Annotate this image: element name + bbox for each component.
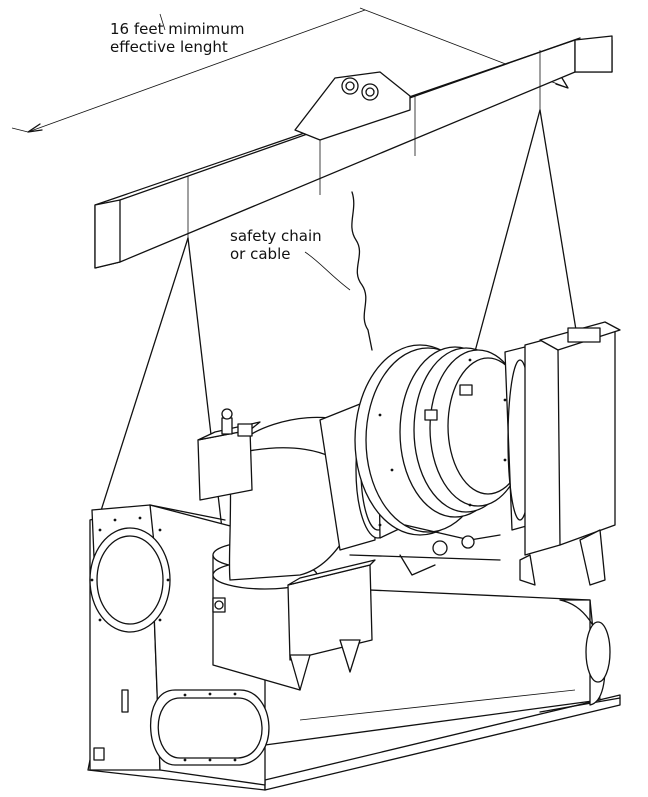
safety-chain-label-line2: or cable [230, 245, 291, 263]
dimension-label-line1: 16 feet mimimum [110, 20, 245, 38]
safety-chain-label: safety chain or cable [230, 227, 322, 263]
compressor-body [319, 344, 529, 551]
discharge-pipes [349, 524, 501, 576]
valve-assembly [197, 408, 261, 501]
safety-chain-label-line1: safety chain [230, 227, 322, 245]
chain-leader [304, 251, 351, 291]
dimension-label-line2: effective lenght [110, 38, 228, 56]
lower-water-box [149, 689, 270, 766]
left-water-box [89, 504, 226, 633]
dimension-line [11, 7, 569, 133]
flange-bolts [90, 358, 507, 762]
safety-chain [351, 191, 373, 351]
spreader-bar [94, 35, 613, 269]
dimension-label: 16 feet mimimum effective lenght [110, 20, 245, 56]
lifting-lug [294, 71, 411, 141]
power-panel [519, 321, 621, 586]
control-box [287, 559, 376, 691]
